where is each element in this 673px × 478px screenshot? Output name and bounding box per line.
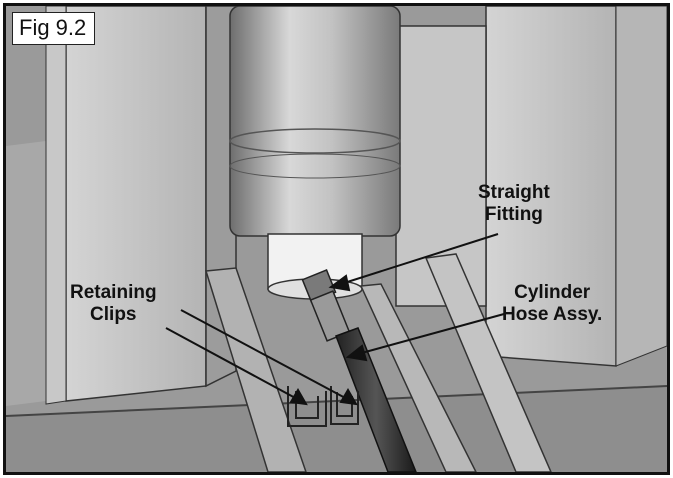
leader-straight-fitting [340, 233, 499, 285]
right-rod [424, 253, 552, 472]
left-rail [205, 267, 307, 472]
arrowhead-clip-left [289, 388, 308, 406]
leader-cylinder-hose [357, 313, 505, 355]
arrowhead-straight-fitting [328, 274, 351, 292]
callout-retaining-clips-line2: Clips [90, 304, 137, 325]
illustration [6, 6, 667, 472]
retaining-clip-left [287, 386, 327, 427]
retaining-clip-right [330, 386, 359, 425]
figure-frame: Fig 9.2 Straight Fitting Cylinder Hose A… [3, 3, 670, 475]
callout-retaining-clips: Retaining Clips [70, 282, 157, 326]
center-rail [359, 283, 477, 472]
callout-straight-fitting-line1: Straight [478, 182, 550, 203]
straight-fitting [301, 269, 351, 342]
callout-cylinder-hose: Cylinder Hose Assy. [502, 282, 602, 326]
arrowhead-clip-right [339, 388, 358, 406]
callout-straight-fitting: Straight Fitting [478, 182, 550, 226]
callout-cylinder-hose-line1: Cylinder [514, 282, 591, 303]
cylinder-hose [335, 327, 417, 472]
callout-straight-fitting-line2: Fitting [484, 204, 543, 225]
callout-retaining-clips-line1: Retaining [70, 282, 157, 303]
figure-label: Fig 9.2 [12, 12, 96, 45]
arrowhead-cylinder-hose [345, 344, 368, 362]
leader-clip-left [165, 327, 300, 401]
left-upright-panel [65, 6, 207, 402]
callout-cylinder-hose-line2: Hose Assy. [502, 304, 603, 325]
cylinder-body [229, 6, 401, 237]
leader-clip-right [180, 309, 350, 401]
